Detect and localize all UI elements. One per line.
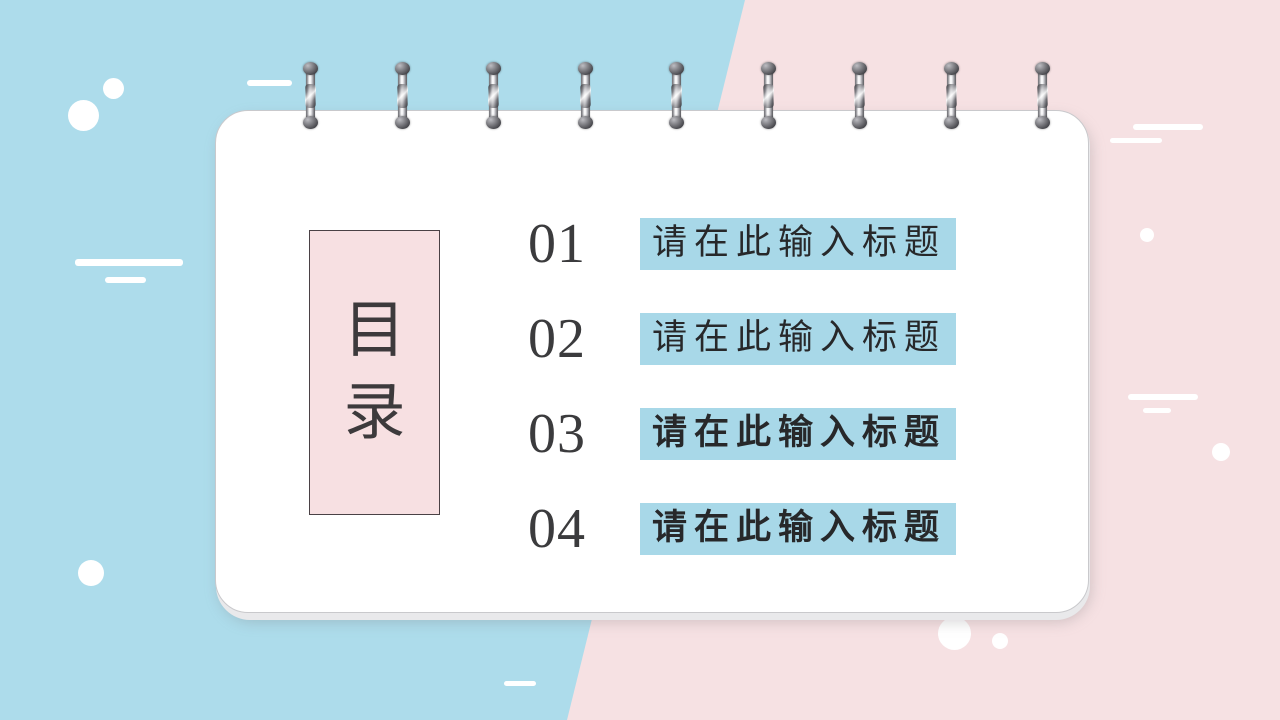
list-item[interactable]: 04 请在此输入标题: [528, 490, 1028, 568]
contents-list: 01 请在此输入标题 02 请在此输入标题 03 请在此输入标题 04 请在此输…: [528, 205, 1028, 568]
section-label-char-2: 录: [343, 378, 406, 447]
item-number: 04: [528, 498, 586, 560]
list-item[interactable]: 01 请在此输入标题: [528, 205, 1028, 283]
decor-circle: [78, 560, 104, 586]
item-title[interactable]: 请在此输入标题: [640, 503, 957, 555]
item-title[interactable]: 请在此输入标题: [640, 313, 957, 365]
decor-line: [105, 277, 146, 283]
decor-line: [247, 80, 292, 86]
decor-circle: [938, 617, 971, 650]
section-label-box: 目 录: [309, 230, 440, 515]
decor-line: [1133, 124, 1203, 130]
decor-circle: [1140, 228, 1154, 242]
item-number: 01: [528, 213, 586, 275]
decor-line: [75, 259, 183, 266]
item-title[interactable]: 请在此输入标题: [640, 408, 957, 460]
decor-circle: [68, 100, 99, 131]
section-label-char-1: 目: [343, 296, 406, 365]
list-item[interactable]: 03 请在此输入标题: [528, 395, 1028, 473]
item-title[interactable]: 请在此输入标题: [640, 218, 957, 270]
decor-circle: [1212, 443, 1230, 461]
decor-line: [1110, 138, 1162, 143]
item-number: 02: [528, 308, 586, 370]
decor-line: [504, 681, 536, 686]
decor-line: [1128, 394, 1198, 400]
decor-circle: [992, 633, 1008, 649]
decor-circle: [103, 78, 124, 99]
list-item[interactable]: 02 请在此输入标题: [528, 300, 1028, 378]
decor-line: [1143, 408, 1171, 413]
item-number: 03: [528, 403, 586, 465]
